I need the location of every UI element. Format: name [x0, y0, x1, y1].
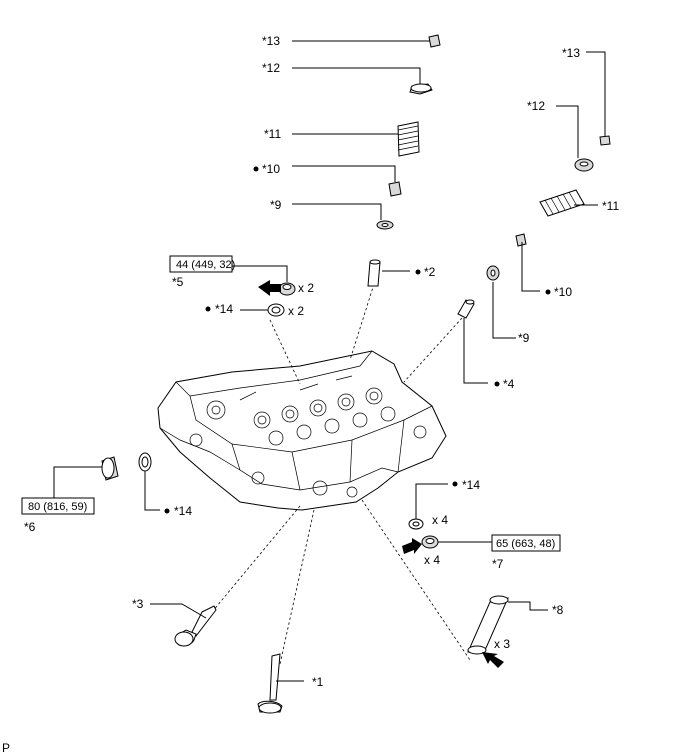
quantity-x4-gasket: x 4	[432, 513, 448, 527]
black-dot-icon	[253, 166, 259, 172]
intake-valve-guide-bush	[367, 259, 410, 287]
spring-retainer-left	[292, 67, 433, 95]
callout-5: *5	[172, 275, 184, 289]
black-arrow-icon	[402, 538, 422, 554]
callout-labels: *13 *12 *11 *10 *9 *13 *12 *11 *10 *9 *2…	[2, 34, 619, 755]
callout-14-left: *14	[174, 504, 192, 518]
quantity-x2-gasket: x 2	[288, 304, 304, 318]
callout-8: *8	[552, 603, 564, 617]
callout-14-right: *14	[462, 478, 480, 492]
callout-12-left: *12	[262, 61, 280, 75]
callout-13-right: *13	[562, 46, 580, 60]
gasket-top	[240, 303, 285, 317]
black-dot-icon	[415, 269, 421, 275]
callout-2: *2	[424, 265, 436, 279]
callout-9-right: *9	[518, 331, 530, 345]
valve-stem-cap-right	[586, 51, 611, 146]
gasket-side	[138, 452, 160, 511]
spring-retainer-right	[556, 105, 594, 172]
torque-box-6: 80 (816, 59)	[21, 497, 95, 515]
callout-11-left: *11	[264, 127, 281, 141]
torque-box-5: 44 (449, 32)	[169, 255, 235, 273]
callout-6: *6	[24, 520, 36, 534]
ring-pin-sleeve	[467, 595, 548, 655]
callout-14-top: *14	[215, 302, 233, 316]
screw-plug-top	[232, 265, 296, 296]
figure-code: P	[2, 741, 10, 755]
cylinder-head	[157, 350, 447, 511]
black-dot-icon	[545, 289, 551, 295]
callout-9-left: *9	[270, 198, 282, 212]
valve-stem-oil-seal-right	[515, 233, 540, 292]
callout-3: *3	[132, 597, 144, 611]
quantity-x3-sleeve: x 3	[494, 637, 510, 651]
valve-spring-left	[292, 121, 420, 157]
torque-value-7: 65 (663, 48)	[496, 538, 555, 550]
valve-spring-right	[539, 189, 598, 217]
callout-10-left: *10	[262, 162, 280, 176]
callout-7: *7	[492, 557, 504, 571]
torque-value-6: 80 (816, 59)	[28, 501, 87, 513]
torque-value-5: 44 (449, 32)	[176, 259, 235, 271]
black-arrow-icon	[258, 280, 281, 296]
callout-4: *4	[503, 377, 515, 391]
non-reusable-markers	[164, 166, 551, 514]
callout-10-right: *10	[554, 285, 572, 299]
black-dot-icon	[494, 381, 500, 387]
screw-plug-side	[53, 456, 119, 498]
quantity-x2-bolt: x 2	[298, 281, 314, 295]
black-dot-icon	[164, 508, 170, 514]
torque-box-7: 65 (663, 48)	[491, 534, 561, 552]
screw-plug-bottom-right	[421, 535, 492, 549]
valve-spring-seat-left	[292, 203, 394, 230]
guide-lines	[211, 283, 471, 665]
black-dot-icon	[205, 306, 211, 312]
quantity-x4-bolt: x 4	[424, 553, 440, 567]
callout-1: *1	[312, 675, 324, 689]
intake-valve	[257, 653, 304, 714]
callout-13-left: *13	[262, 34, 280, 48]
exhaust-valve	[150, 603, 217, 647]
callout-11-right: *11	[602, 199, 619, 213]
valve-spring-seat-right	[486, 265, 516, 339]
callout-12-right: *12	[527, 99, 545, 113]
valve-stem-cap-left	[292, 34, 441, 48]
gasket-bottom-right	[408, 483, 448, 530]
apply-oil-markers	[258, 280, 504, 668]
valve-stem-oil-seal-left	[292, 165, 402, 197]
black-arrow-icon	[482, 652, 504, 668]
exhaust-valve-guide-bush	[457, 299, 488, 384]
black-dot-icon	[452, 481, 458, 487]
